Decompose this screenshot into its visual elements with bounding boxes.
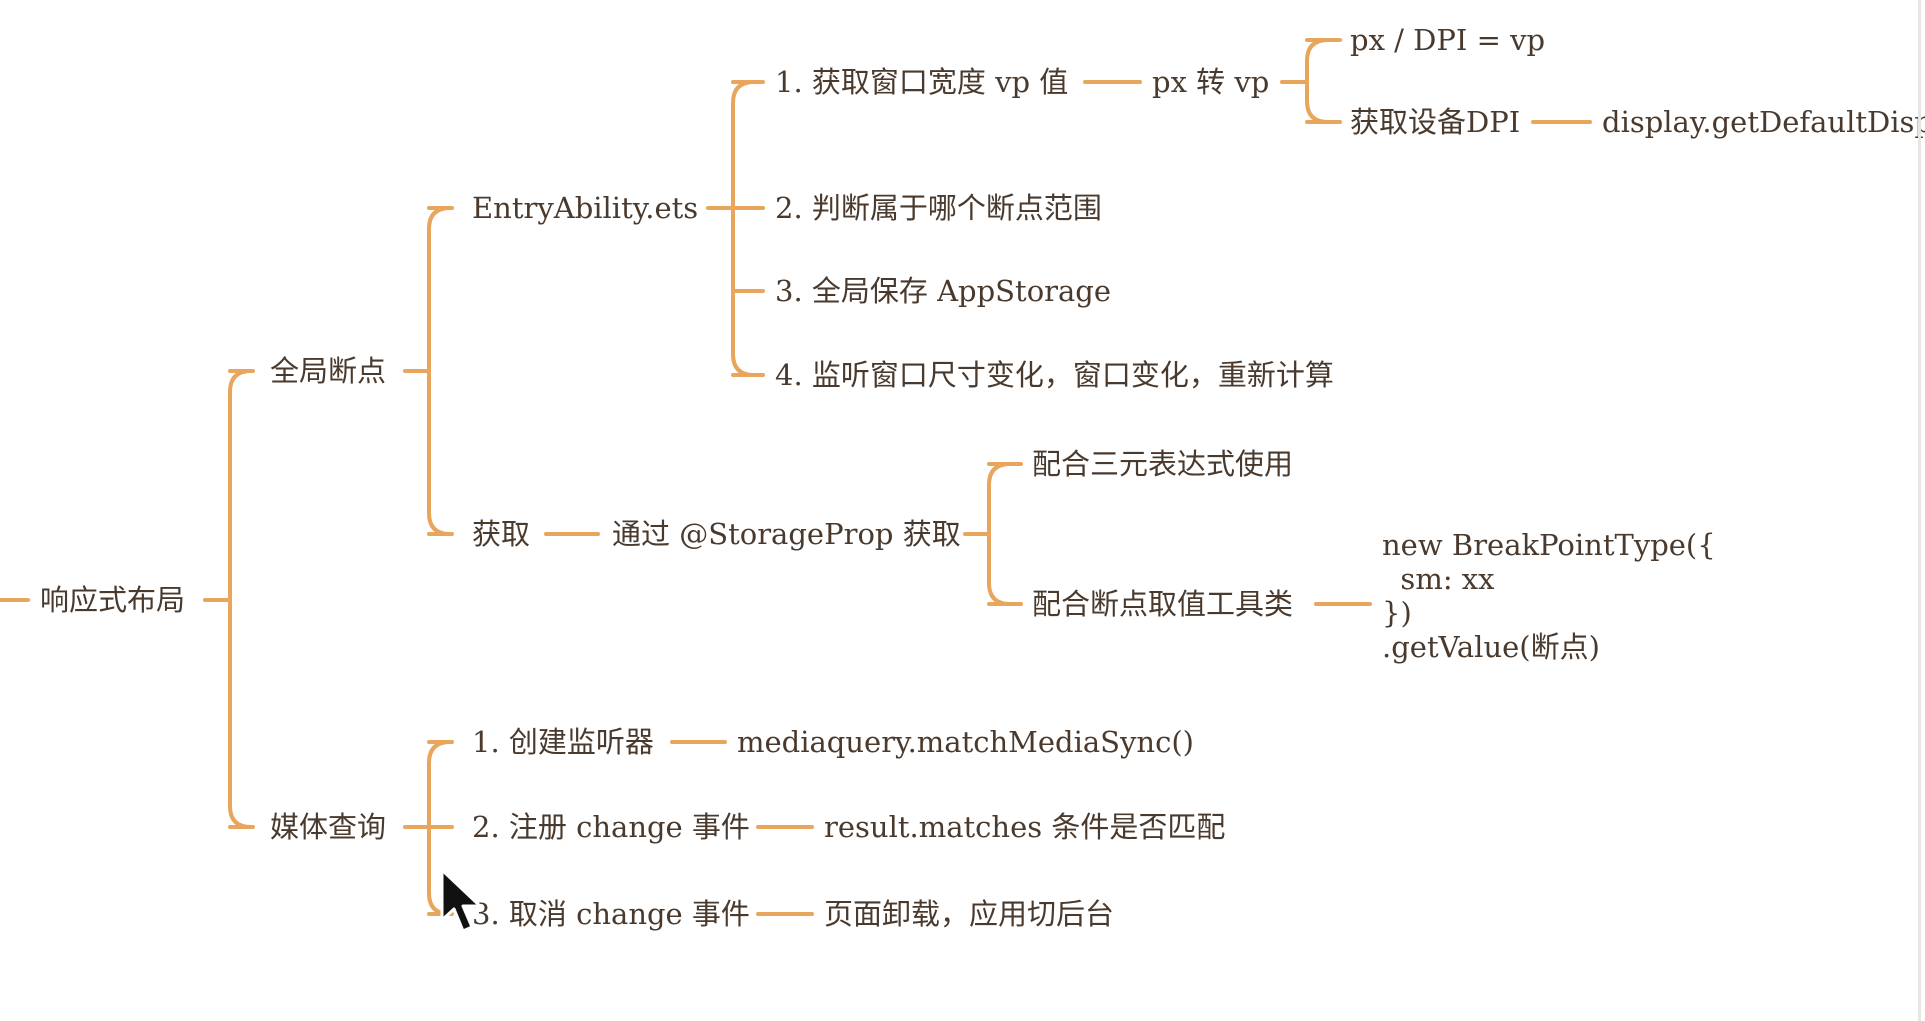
- node-step2-breakpoint-range[interactable]: 2. 判断属于哪个断点范围: [775, 191, 1102, 225]
- node-formula[interactable]: px / DPI = vp: [1350, 23, 1546, 57]
- node-mq-step3[interactable]: 3. 取消 change 事件: [472, 897, 750, 931]
- node-step4-listen-window[interactable]: 4. 监听窗口尺寸变化，窗口变化，重新计算: [775, 358, 1334, 392]
- connector-via-children: [963, 462, 1023, 606]
- connector-entryability-children: [706, 80, 765, 377]
- node-step3-appstorage[interactable]: 3. 全局保存 AppStorage: [775, 274, 1112, 308]
- connector-root-children: [203, 369, 255, 829]
- node-via-storageprop[interactable]: 通过 @StorageProp 获取: [612, 517, 961, 551]
- node-global-breakpoint[interactable]: 全局断点: [270, 354, 387, 388]
- connector-mediaquery-children: [403, 740, 454, 916]
- node-media-query[interactable]: 媒体查询: [270, 810, 387, 844]
- mouse-cursor-icon: [440, 868, 482, 933]
- node-entryability[interactable]: EntryAbility.ets: [472, 191, 699, 225]
- window-edge: [1918, 0, 1921, 1021]
- connector-pxvp-children: [1280, 38, 1342, 124]
- node-mq-step1-detail[interactable]: mediaquery.matchMediaSync(): [737, 725, 1194, 759]
- root-node[interactable]: 响应式布局: [40, 583, 186, 617]
- node-display-api[interactable]: display.getDefaultDisp: [1602, 105, 1925, 139]
- node-breakpointtype-code[interactable]: new BreakPointType({ sm: xx }) .getValue…: [1382, 528, 1716, 664]
- node-breakpoint-tool[interactable]: 配合断点取值工具类: [1032, 587, 1294, 621]
- node-ternary[interactable]: 配合三元表达式使用: [1032, 447, 1294, 481]
- node-step1-window-width[interactable]: 1. 获取窗口宽度 vp 值: [775, 65, 1069, 99]
- node-get-dpi[interactable]: 获取设备DPI: [1350, 105, 1521, 139]
- node-mq-step3-detail[interactable]: 页面卸载，应用切后台: [824, 897, 1115, 931]
- node-px-to-vp[interactable]: px 转 vp: [1152, 65, 1270, 99]
- node-mq-step2-detail[interactable]: result.matches 条件是否匹配: [824, 810, 1226, 844]
- node-obtain[interactable]: 获取: [472, 517, 531, 551]
- node-mq-step2[interactable]: 2. 注册 change 事件: [472, 810, 750, 844]
- connector-global-breakpoint-children: [403, 206, 454, 536]
- node-mq-step1[interactable]: 1. 创建监听器: [472, 725, 654, 759]
